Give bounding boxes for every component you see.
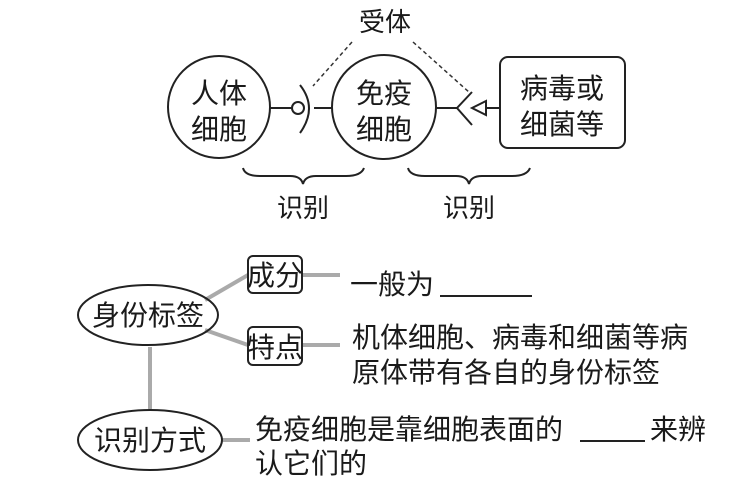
human-cell: 人体 细胞 [167, 55, 271, 159]
svg-text:身份标签: 身份标签 [92, 299, 204, 332]
recognize-label-right: 识别 [443, 194, 495, 224]
connector-composition [203, 273, 250, 302]
svg-text:识别方式: 识别方式 [94, 424, 206, 457]
identity-marker-icon [291, 101, 305, 115]
brace-right [407, 167, 531, 185]
recognition-text-a: 免疫细胞是靠细胞表面的 [255, 413, 563, 446]
immune-cell: 免疫 细胞 [331, 54, 437, 160]
recognition-text-b: 来辨 [650, 413, 706, 446]
receptor-pointer-right [412, 41, 471, 94]
composition-node: 成分 [247, 255, 303, 294]
svg-text:特点: 特点 [247, 331, 303, 364]
recognition-text-c: 认它们的 [255, 447, 367, 480]
feature-node: 特点 [247, 326, 303, 366]
composition-text: 一般为 [350, 268, 434, 301]
svg-text:成分: 成分 [247, 259, 303, 292]
svg-text:细菌等: 细菌等 [520, 108, 604, 141]
recognition-method-node: 识别方式 [77, 409, 223, 471]
svg-text:病毒或: 病毒或 [520, 72, 604, 105]
receptor-pointer-left [312, 41, 353, 87]
feature-text-line2: 原体带有各自的身份标签 [352, 356, 660, 389]
connector-feature [204, 328, 249, 347]
pathogen-box: 病毒或 细菌等 [499, 56, 626, 149]
recognize-label-left: 识别 [277, 194, 329, 224]
svg-text:细胞: 细胞 [191, 113, 247, 146]
identity-tag-node: 身份标签 [77, 284, 219, 346]
svg-text:免疫: 免疫 [356, 77, 412, 110]
antigen-arrow-icon [469, 99, 487, 117]
receptor-socket-icon [299, 84, 310, 134]
svg-text:细胞: 细胞 [356, 113, 412, 146]
svg-text:人体: 人体 [191, 77, 247, 110]
receptor-fork-icon [455, 91, 473, 126]
brace-left [242, 167, 365, 185]
feature-text-line1: 机体细胞、病毒和细菌等病 [352, 321, 688, 354]
receptor-label: 受体 [359, 8, 411, 38]
